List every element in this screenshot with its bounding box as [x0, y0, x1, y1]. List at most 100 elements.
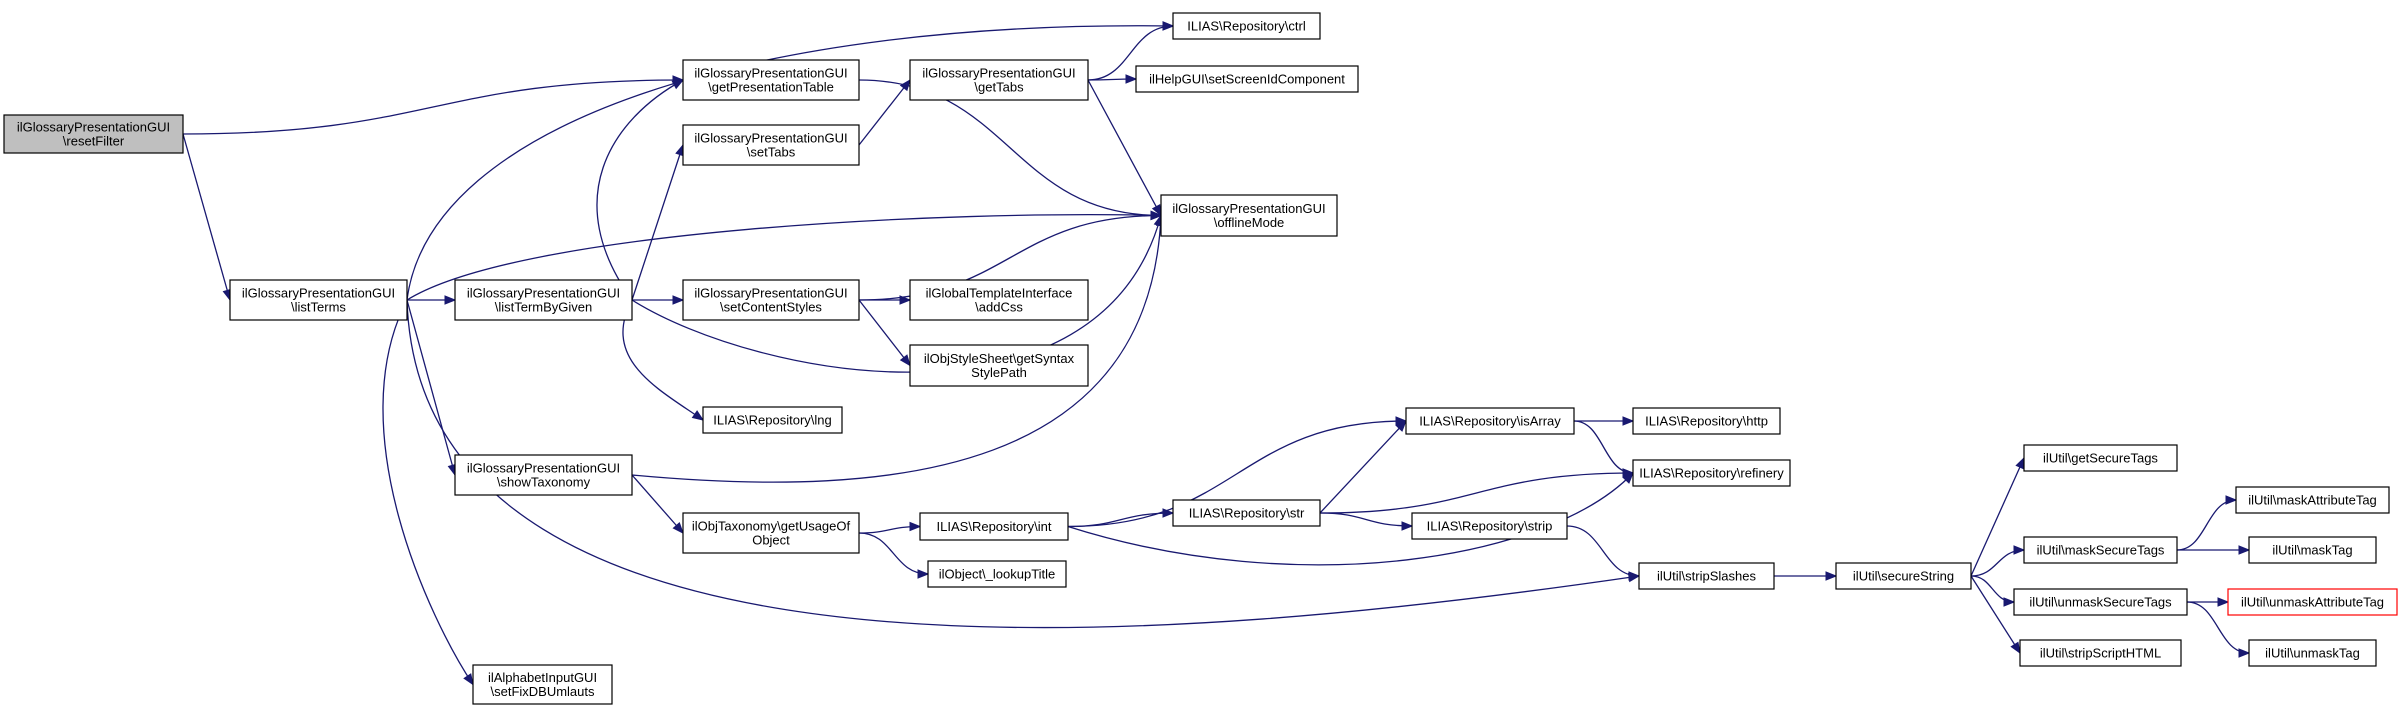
node-add-css[interactable]: ilGlobalTemplateInterface\addCss — [909, 279, 1089, 321]
node-strip[interactable]: ILIAS\Repository\strip — [1411, 512, 1568, 540]
node-mask-attribute-tag[interactable]: ilUtil\maskAttributeTag — [2235, 486, 2390, 514]
node-label-line: \getTabs — [974, 80, 1024, 95]
edge-set-content-styles-to-add-css — [858, 295, 912, 305]
edge-str-to-strip — [1319, 512, 1414, 531]
node-box — [682, 59, 860, 101]
node-box — [909, 344, 1089, 387]
node-show-taxonomy[interactable]: ilGlossaryPresentationGUI\showTaxonomy — [454, 454, 633, 496]
node-box — [1632, 407, 1781, 435]
node-box — [2248, 639, 2377, 667]
node-box — [2248, 536, 2377, 564]
node-lookup-title[interactable]: ilObject\_lookupTitle — [927, 560, 1067, 588]
node-set-fix-dbumlauts[interactable]: ilAlphabetInputGUI\setFixDBUmlauts — [472, 664, 613, 705]
edge-line — [182, 133, 231, 301]
node-int[interactable]: ILIAS\Repository\int — [919, 512, 1069, 541]
node-str[interactable]: ILIAS\Repository\str — [1172, 499, 1321, 527]
node-strip-script-html[interactable]: ilUtil\stripScriptHTML — [2019, 639, 2182, 667]
node-ctrl[interactable]: ILIAS\Repository\ctrl — [1172, 12, 1321, 40]
node-box — [682, 279, 860, 321]
node-get-tabs[interactable]: ilGlossaryPresentationGUI\getTabs — [909, 59, 1089, 101]
edge-arrowhead — [2010, 641, 2021, 655]
edge-arrowhead — [1150, 210, 1163, 221]
node-box — [682, 512, 860, 554]
node-offline-mode[interactable]: ilGlossaryPresentationGUI\offlineMode — [1160, 194, 1338, 237]
node-label-line: \listTermByGiven — [495, 300, 593, 315]
node-list-term-by-given[interactable]: ilGlossaryPresentationGUI\listTermByGive… — [454, 279, 633, 321]
edge-is-array-to-refinery — [1573, 420, 1635, 478]
node-reset-filter[interactable]: ilGlossaryPresentationGUI\resetFilter — [3, 114, 184, 154]
node-label-line: ILIAS\Repository\strip — [1427, 519, 1553, 534]
edge-line — [858, 299, 911, 366]
node-label-line: ilUtil\stripSlashes — [1657, 569, 1756, 584]
node-label-line: ilObjStyleSheet\getSyntax — [924, 351, 1075, 366]
edge-arrowhead — [1395, 420, 1407, 432]
node-label-line: ILIAS\Repository\ctrl — [1187, 19, 1306, 34]
node-label-line: ilGlobalTemplateInterface — [926, 286, 1073, 301]
node-label-line: \listTerms — [291, 300, 346, 315]
node-label-line: \addCss — [975, 300, 1023, 315]
edge-arrowhead — [2225, 495, 2238, 505]
node-label-line: ilUtil\unmaskTag — [2265, 646, 2360, 661]
node-http[interactable]: ILIAS\Repository\http — [1632, 407, 1781, 435]
edge-show-taxonomy-to-get-usage-of-object — [631, 474, 684, 535]
node-box — [1172, 499, 1321, 527]
node-get-presentation-table[interactable]: ilGlossaryPresentationGUI\getPresentatio… — [682, 59, 860, 101]
node-unmask-attribute-tag[interactable]: ilUtil\unmaskAttributeTag — [2227, 588, 2398, 616]
node-label-line: ilGlossaryPresentationGUI — [467, 461, 620, 476]
node-label-line: \setTabs — [747, 145, 796, 160]
edge-is-array-to-http — [1573, 416, 1635, 426]
edge-list-terms-to-show-taxonomy — [406, 299, 457, 477]
edge-line — [1067, 420, 1407, 528]
edge-arrowhead — [1162, 508, 1175, 518]
node-box — [472, 664, 613, 705]
edge-get-usage-of-object-to-lookup-title — [858, 532, 930, 579]
edge-set-tabs-to-get-tabs — [858, 78, 911, 146]
edge-arrowhead — [691, 410, 705, 421]
edge-str-to-refinery — [1319, 468, 1635, 514]
node-box — [682, 124, 860, 166]
node-set-content-styles[interactable]: ilGlossaryPresentationGUI\setContentStyl… — [682, 279, 860, 321]
node-strip-slashes[interactable]: ilUtil\stripSlashes — [1638, 562, 1775, 590]
node-set-tabs[interactable]: ilGlossaryPresentationGUI\setTabs — [682, 124, 860, 166]
edge-line — [1970, 575, 2015, 603]
node-is-array[interactable]: ILIAS\Repository\isArray — [1405, 407, 1575, 435]
edge-arrowhead — [1622, 416, 1635, 426]
node-list-terms[interactable]: ilGlossaryPresentationGUI\listTerms — [229, 279, 408, 321]
node-label-line: ILIAS\Repository\isArray — [1419, 414, 1561, 429]
edge-get-tabs-to-ctrl — [1087, 21, 1175, 81]
edge-arrowhead — [899, 295, 912, 305]
node-unmask-secure-tags[interactable]: ilUtil\unmaskSecureTags — [2013, 588, 2188, 616]
node-label-line: \setFixDBUmlauts — [490, 684, 595, 699]
node-unmask-tag[interactable]: ilUtil\unmaskTag — [2248, 639, 2377, 667]
edge-line — [1067, 512, 1174, 528]
node-label-line: \setContentStyles — [720, 300, 822, 315]
node-label-line: ilGlossaryPresentationGUI — [694, 66, 847, 81]
edge-unmask-secure-tags-to-unmask-attribute-tag — [2186, 597, 2230, 607]
node-secure-string[interactable]: ilUtil\secureString — [1835, 562, 1972, 590]
node-label-line: ilUtil\maskSecureTags — [2037, 543, 2165, 558]
node-label-line: ilGlossaryPresentationGUI — [694, 131, 847, 146]
edge-arrowhead — [899, 354, 911, 367]
node-set-screen-id-component[interactable]: ilHelpGUI\setScreenIdComponent — [1135, 65, 1359, 93]
edge-get-usage-of-object-to-int — [858, 521, 922, 534]
edge-arrowhead — [899, 78, 911, 92]
edge-arrowhead — [672, 295, 685, 305]
edge-arrowhead — [2217, 597, 2230, 607]
edge-str-to-is-array — [1319, 420, 1407, 514]
edge-line — [406, 213, 1162, 301]
edge-line — [406, 299, 456, 476]
node-box — [1160, 194, 1338, 237]
node-mask-tag[interactable]: ilUtil\maskTag — [2248, 536, 2377, 564]
edge-line — [1319, 472, 1634, 514]
node-layer: ilGlossaryPresentationGUI\resetFilter ilG… — [3, 12, 2398, 705]
node-lng[interactable]: ILIAS\Repository\lng — [702, 406, 843, 434]
edge-reset-filter-to-list-terms — [182, 133, 232, 302]
node-label-line: ilUtil\getSecureTags — [2043, 451, 2158, 466]
node-refinery[interactable]: ILIAS\Repository\refinery — [1632, 459, 1791, 487]
node-mask-secure-tags[interactable]: ilUtil\maskSecureTags — [2023, 536, 2178, 564]
node-get-secure-tags[interactable]: ilUtil\getSecureTags — [2023, 444, 2178, 472]
edge-arrowhead — [1825, 571, 1838, 581]
